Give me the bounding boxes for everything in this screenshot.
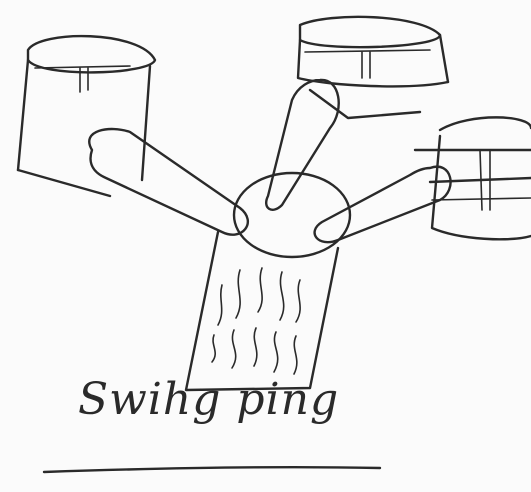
top-arm (266, 80, 339, 210)
top-center-cup (298, 17, 448, 118)
right-cup (415, 117, 531, 239)
hatched-base-panel (186, 232, 338, 390)
top-left-cup (18, 36, 155, 196)
caption-text: Swihg ping (78, 378, 378, 422)
baseline-underline (44, 467, 380, 472)
left-arm (89, 129, 248, 235)
right-arm (315, 167, 451, 243)
